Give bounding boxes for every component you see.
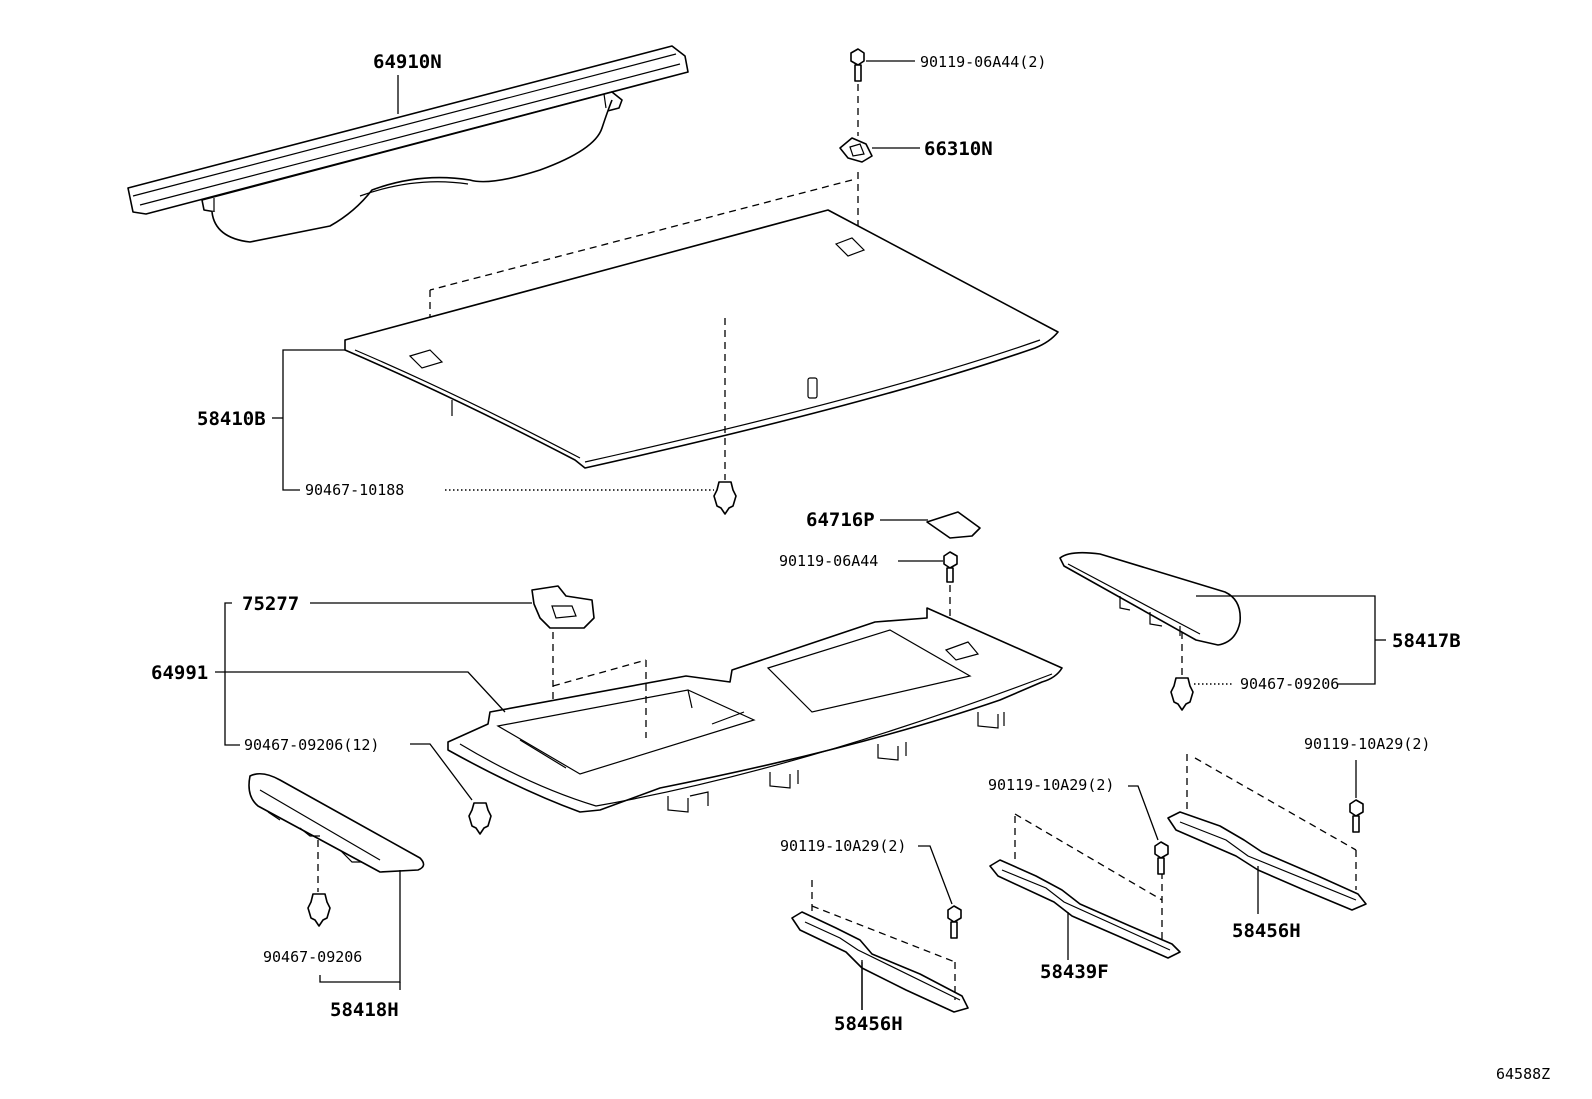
label-90119-10a29-left: 90119-10A29(2) [780,837,906,855]
label-90467-09206-right: 90467-09206 [1240,675,1339,693]
bracket-58456h-right [1167,754,1367,914]
cap-64716p [880,511,981,539]
label-64991: 64991 [151,662,208,684]
deck-board-drawing [447,607,1063,813]
label-90467-10188: 90467-10188 [305,481,404,499]
tonneau-board-drawing [344,209,1059,515]
tonneau-cover-drawing [127,45,689,243]
label-58410b: 58410B [197,408,266,430]
hook-75277 [310,585,595,760]
bracket-58456h-left [791,845,969,1013]
label-58456h-left: 58456H [834,1013,903,1035]
label-64716p: 64716P [806,509,875,531]
label-90119-06a44-2: 90119-06A44(2) [920,53,1046,71]
diagram-id: 64588Z [1496,1065,1550,1083]
label-90119-06a44: 90119-06A44 [779,552,878,570]
label-90119-10a29-right: 90119-10A29(2) [1304,735,1430,753]
side-cover-right [1059,551,1242,711]
clip-left-deck [468,802,492,835]
label-58418h: 58418H [330,999,399,1021]
label-90467-09206-12: 90467-09206(12) [244,736,379,754]
label-58456h-right: 58456H [1232,920,1301,942]
label-75277: 75277 [242,593,299,615]
bracket-58439f [989,785,1181,960]
screw-center [898,551,958,640]
side-cover-left [248,772,425,927]
label-64910n: 64910N [373,51,442,73]
label-58439f: 58439F [1040,961,1109,983]
label-58417b: 58417B [1392,630,1461,652]
label-90119-10a29-middle: 90119-10A29(2) [988,776,1114,794]
label-90467-09206-left: 90467-09206 [263,948,362,966]
label-66310n: 66310N [924,138,993,160]
